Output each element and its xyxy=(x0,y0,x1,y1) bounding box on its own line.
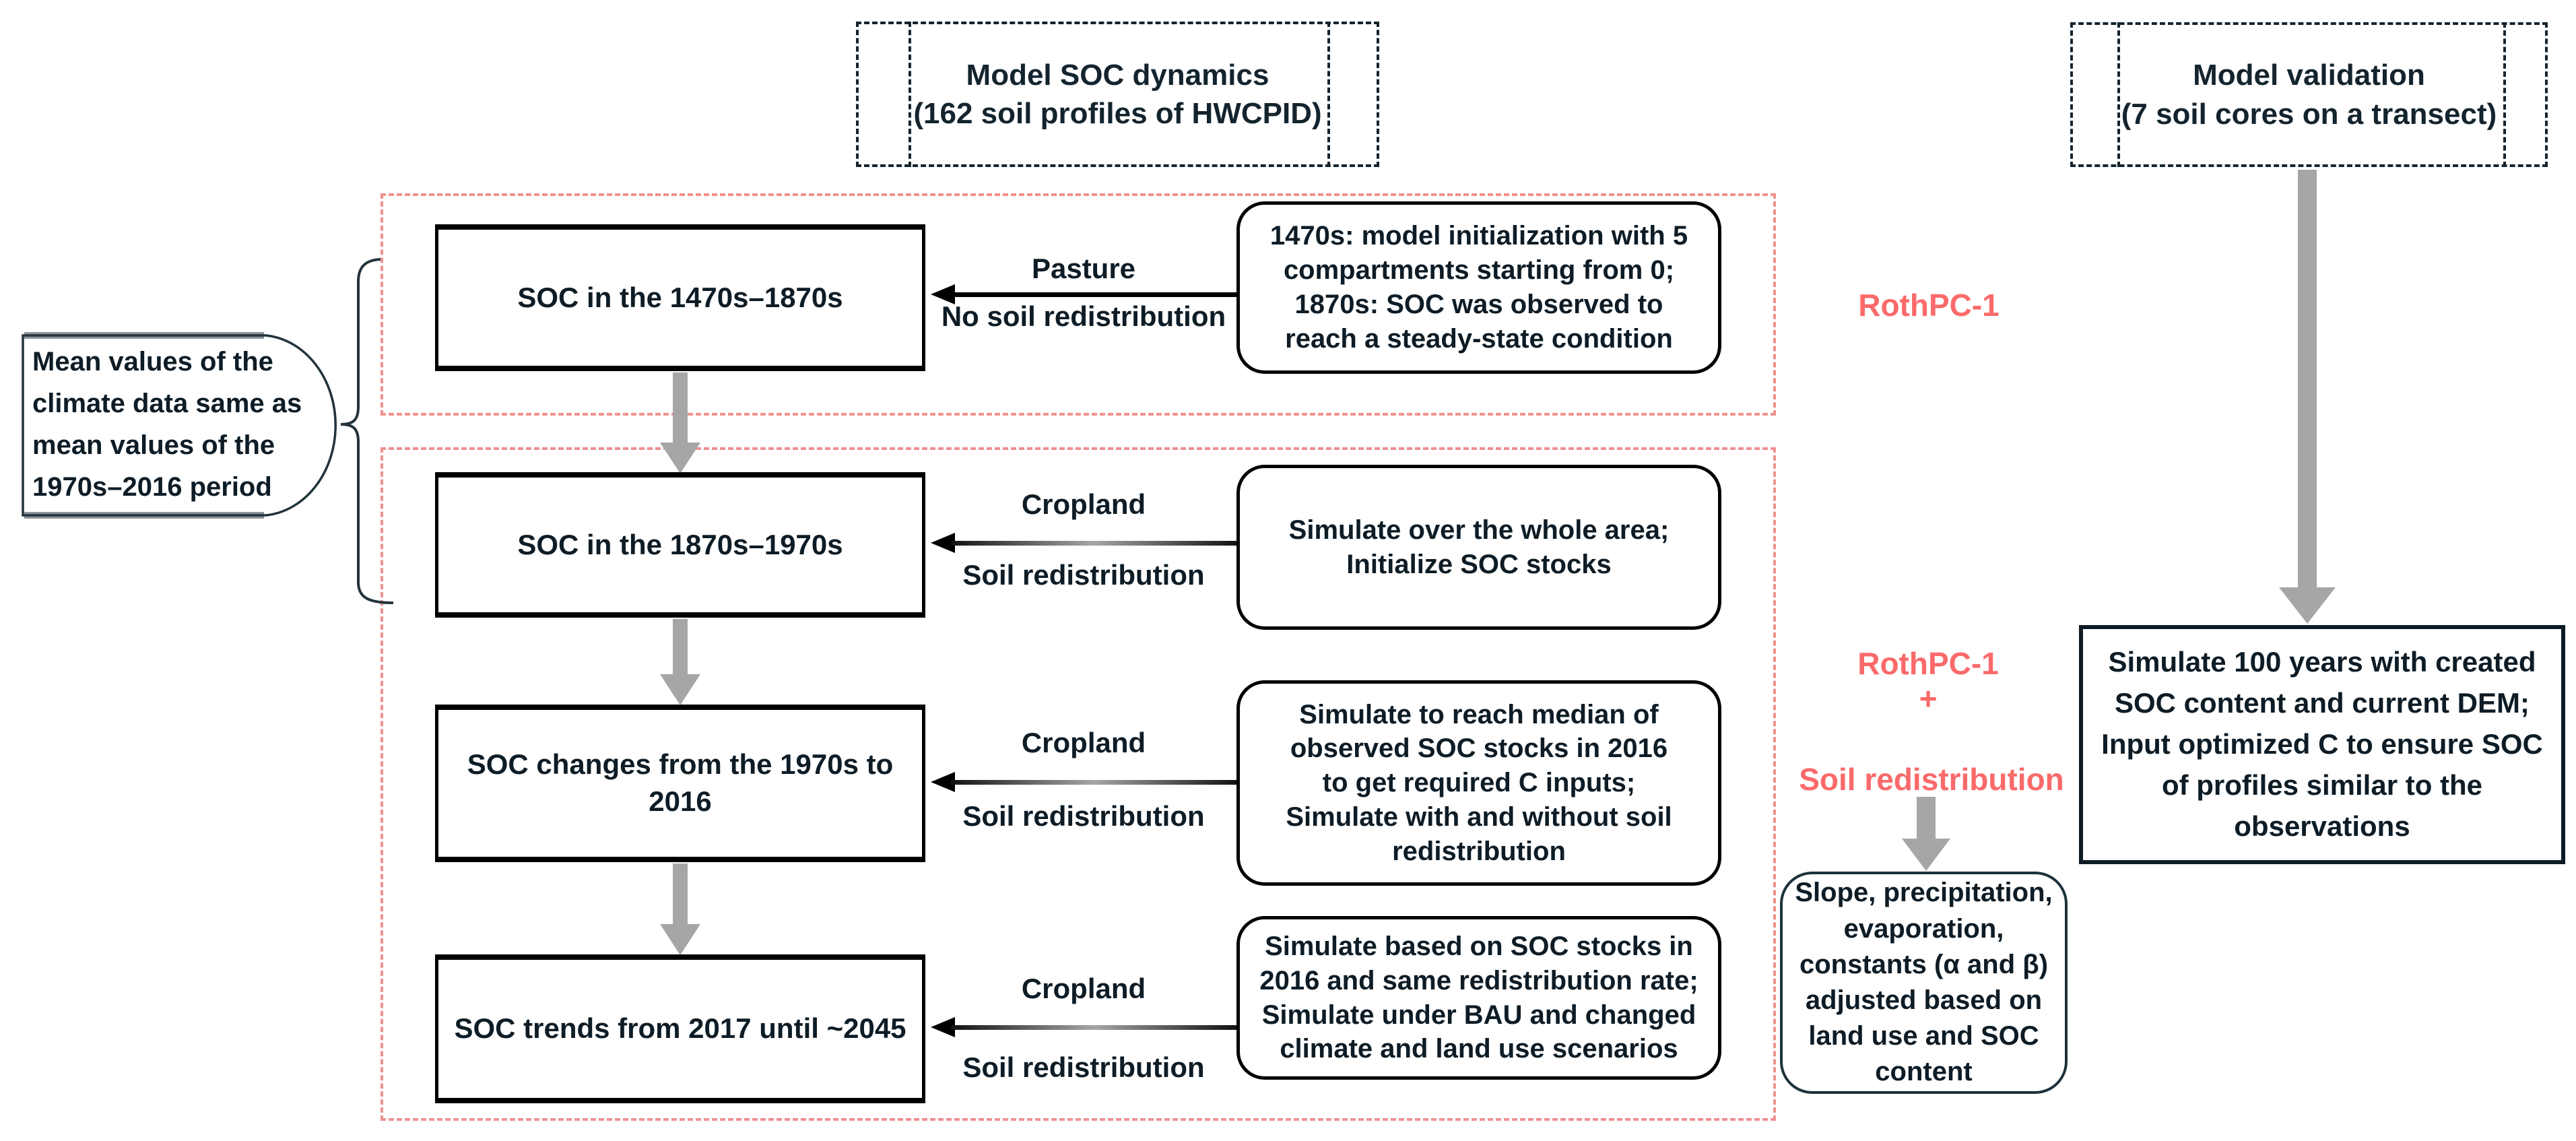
arrow-down-1 xyxy=(660,372,700,474)
note-line: Simulate to reach median of xyxy=(1299,699,1659,729)
label-land-use-row1: Pasture xyxy=(1031,253,1136,284)
note-line: observed SOC stocks in 2016 xyxy=(1290,734,1668,764)
label-land-use-row4: Cropland xyxy=(1021,973,1146,1004)
climate-note-bubble xyxy=(22,332,337,519)
note-simulate-scenarios: Simulate based on SOC stocks in 2016 and… xyxy=(1236,916,1721,1080)
note-line: Input optimized C to ensure SOC xyxy=(2101,728,2543,760)
note-line: Slope, precipitation, xyxy=(1795,878,2053,908)
brace-connector xyxy=(340,258,394,604)
arrow-shaft xyxy=(951,1025,1236,1030)
arrow-shaft xyxy=(951,780,1236,785)
note-line: observations xyxy=(2234,810,2410,842)
brace-path xyxy=(340,258,394,604)
arrow-shaft xyxy=(951,292,1236,297)
note-line: land use and SOC xyxy=(1808,1021,2039,1051)
timeline-box-soc-1870s-1970s: SOC in the 1870s–1970s xyxy=(435,472,925,618)
arrow-note-to-box-2 xyxy=(931,533,1236,553)
timeline-box-label: SOC trends from 2017 until ~2045 xyxy=(454,1012,906,1045)
phase-frame-simulation xyxy=(381,447,1776,1121)
label-soil-redistribution: Soil redistribution xyxy=(1799,762,2064,797)
note-line: redistribution xyxy=(1392,836,1566,866)
timeline-box-soc-trends-2017-2045: SOC trends from 2017 until ~2045 xyxy=(435,954,925,1103)
label-redistribution-row2: Soil redistribution xyxy=(962,559,1205,591)
climate-note-text: Mean values of the climate data same as … xyxy=(32,341,302,508)
note-line: constants (α and β) xyxy=(1799,949,2049,979)
timeline-box-soc-changes-1970s-2016: SOC changes from the 1970s to 2016 xyxy=(435,705,925,862)
arrow-down-to-slope-note xyxy=(1902,797,1950,871)
arrow-note-to-box-3 xyxy=(931,772,1236,792)
note-model-initialization: 1470s: model initialization with 5 compa… xyxy=(1236,201,1721,374)
label-rothpc1-bottom: RothPC-1 xyxy=(1857,646,1999,681)
arrow-shaft xyxy=(951,541,1236,546)
note-simulate-median: Simulate to reach median of observed SOC… xyxy=(1236,680,1721,886)
climate-note-line: 1970s–2016 period xyxy=(32,472,272,502)
note-line: Initialize SOC stocks xyxy=(1346,549,1612,579)
label-plus: + xyxy=(1919,681,1938,716)
box-validation-simulation: Simulate 100 years with created SOC cont… xyxy=(2079,625,2565,864)
note-line: adjusted based on xyxy=(1805,985,2043,1015)
banner-divider-right xyxy=(2503,22,2506,167)
banner-divider-left xyxy=(2117,22,2120,167)
label-land-use-row3: Cropland xyxy=(1021,727,1146,758)
note-line: Simulate based on SOC stocks in xyxy=(1265,931,1693,961)
timeline-box-label: SOC changes from the 1970s to xyxy=(467,748,894,781)
label-land-use-row2: Cropland xyxy=(1021,488,1146,520)
note-line: compartments starting from 0; xyxy=(1283,255,1675,286)
banner-model-validation-text: Model validation (7 soil cores on a tran… xyxy=(2073,25,2545,164)
climate-note-line: climate data same as xyxy=(32,389,302,418)
note-line: 1870s: SOC was observed to xyxy=(1294,290,1663,319)
phase-frame-initialization xyxy=(381,193,1776,416)
note-line: to get required C inputs; xyxy=(1322,768,1636,798)
climate-note-line: mean values of the xyxy=(32,430,275,460)
arrow-down-3 xyxy=(660,863,700,955)
banner-model-soc-dynamics: Model SOC dynamics (162 soil profiles of… xyxy=(856,22,1379,167)
timeline-box-label: SOC in the 1470s–1870s xyxy=(517,281,843,313)
note-line: 1470s: model initialization with 5 xyxy=(1269,221,1688,251)
note-line: Simulate under BAU and changed xyxy=(1261,1000,1696,1030)
label-rothpc1-top: RothPC-1 xyxy=(1858,288,2000,323)
bubble-outline xyxy=(22,334,337,517)
note-line: Simulate over the whole area; xyxy=(1288,515,1670,545)
note-line: reach a steady-state condition xyxy=(1285,323,1673,354)
arrow-note-to-box-1 xyxy=(931,284,1236,304)
note-line: content xyxy=(1875,1057,1973,1087)
label-redistribution-row4: Soil redistribution xyxy=(962,1051,1205,1083)
banner-divider-left xyxy=(909,22,911,167)
note-line: climate and land use scenarios xyxy=(1280,1034,1678,1064)
timeline-box-label: SOC in the 1870s–1970s xyxy=(517,528,843,560)
label-redistribution-row1: No soil redistribution xyxy=(941,300,1226,332)
note-simulate-whole-area: Simulate over the whole area; Initialize… xyxy=(1236,465,1721,630)
note-line: of profiles similar to the xyxy=(2161,769,2483,801)
note-line: SOC content and current DEM; xyxy=(2114,687,2530,719)
banner-line: (7 soil cores on a transect) xyxy=(2121,97,2497,131)
timeline-box-label: 2016 xyxy=(649,785,712,817)
note-line: evaporation, xyxy=(1843,913,2004,944)
banner-line: Model SOC dynamics xyxy=(966,58,1269,92)
arrow-note-to-box-4 xyxy=(931,1017,1236,1037)
label-redistribution-row3: Soil redistribution xyxy=(962,800,1205,832)
arrow-down-2 xyxy=(660,619,700,705)
banner-model-soc-dynamics-text: Model SOC dynamics (162 soil profiles of… xyxy=(859,24,1377,164)
timeline-box-soc-1470s-1870s: SOC in the 1470s–1870s xyxy=(435,224,925,371)
note-slope-parameters: Slope, precipitation, evaporation, const… xyxy=(1780,872,2068,1094)
note-line: 2016 and same redistribution rate; xyxy=(1259,965,1698,996)
banner-model-validation: Model validation (7 soil cores on a tran… xyxy=(2070,22,2548,167)
banner-divider-right xyxy=(1327,22,1330,167)
note-line: Simulate with and without soil xyxy=(1286,802,1672,832)
note-line: Simulate 100 years with created xyxy=(2108,646,2536,678)
arrow-validation-down xyxy=(2279,170,2336,624)
banner-line: (162 soil profiles of HWCPID) xyxy=(913,97,1322,130)
banner-line: Model validation xyxy=(2193,59,2425,92)
climate-note-line: Mean values of the xyxy=(32,347,273,377)
